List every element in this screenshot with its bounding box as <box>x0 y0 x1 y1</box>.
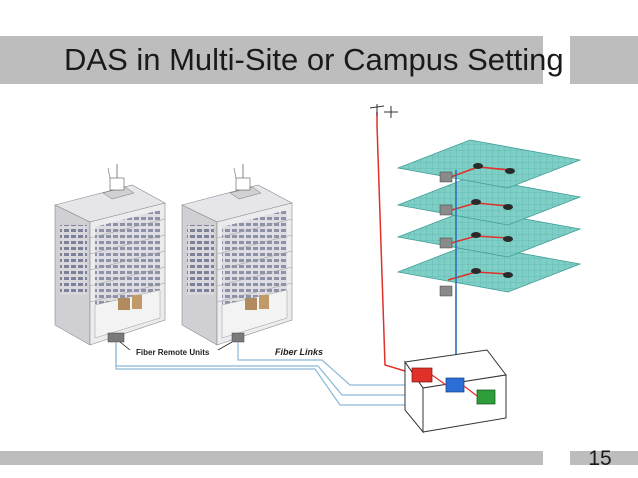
title-bar <box>0 36 638 84</box>
building-2 <box>181 164 293 346</box>
building-1 <box>54 164 166 346</box>
ceiling-antennas <box>471 163 515 278</box>
fiber-links-label: Fiber Links <box>275 347 323 357</box>
fiber-remote-units-label: Fiber Remote Units <box>136 348 210 357</box>
slide-title: DAS in Multi-Site or Campus Setting <box>64 42 564 77</box>
floor-1 <box>396 139 582 189</box>
coax-cable <box>376 112 419 376</box>
fiber-remote-units-annotation: Fiber Remote Units <box>119 341 233 357</box>
floor-4 <box>396 243 582 293</box>
head-end-box <box>404 349 507 434</box>
title-bar-gap <box>543 36 570 84</box>
floor-remote-units <box>439 171 453 297</box>
rooftop-antenna-icon <box>369 104 398 118</box>
page-number: 15 <box>588 447 612 470</box>
bottom-bar <box>0 451 638 465</box>
bottom-bar-gap <box>543 451 570 465</box>
